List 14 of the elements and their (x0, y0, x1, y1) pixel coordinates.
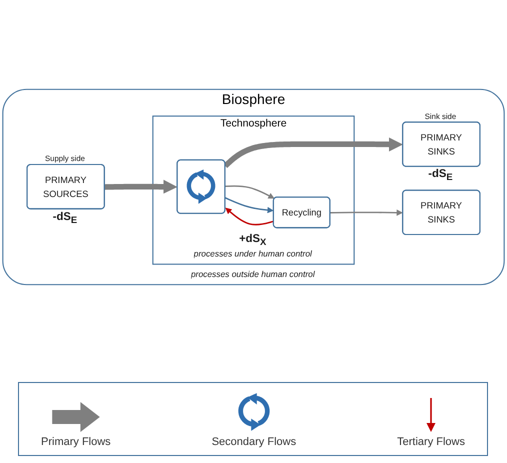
arrow (103, 180, 178, 194)
legend-label: Tertiary Flows (397, 436, 465, 448)
legend-label: Secondary Flows (212, 436, 296, 448)
caption-text: processes outside human control (190, 269, 315, 279)
arrow (224, 197, 274, 214)
formula-label: +dS$_{X}$ (239, 232, 266, 248)
formula-label: -dS$_{E}$ (52, 210, 78, 226)
arrow (330, 210, 403, 216)
formula-label: -dS$_{E}$ (428, 168, 453, 184)
arrow (225, 208, 274, 226)
caption-text: processes under human control (194, 248, 312, 259)
arrow (225, 185, 275, 199)
legend-label: Primary Flows (41, 436, 111, 448)
arrow (223, 137, 403, 168)
